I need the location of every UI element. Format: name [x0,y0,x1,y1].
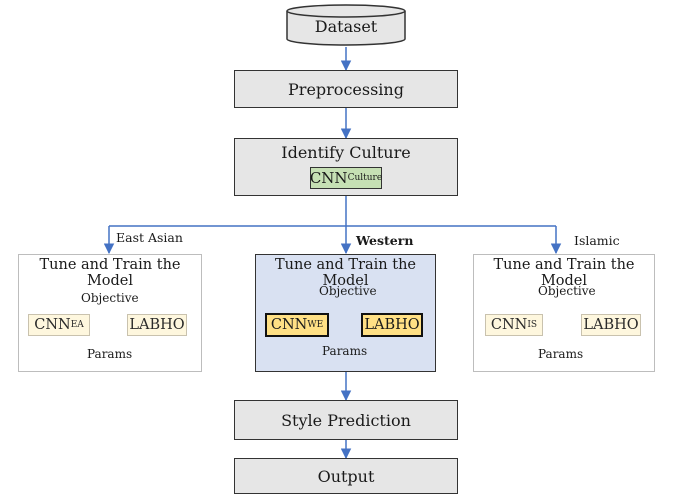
branch-label-western: Western [356,233,414,248]
dataset-cylinder-icon [286,4,406,46]
objective-label: Objective [538,284,596,298]
params-label: Params [87,347,133,361]
output-box: Output [234,458,458,494]
labho-we-box: LABHO [361,313,423,337]
preprocessing-label: Preprocessing [288,79,404,99]
labho-is-label: LABHO [583,317,639,333]
style-prediction-label: Style Prediction [281,410,411,430]
branch-label-east-asian: East Asian [116,230,183,245]
objective-label: Objective [319,284,377,298]
cnn-culture-main: CNN [309,169,348,187]
style-prediction-box: Style Prediction [234,400,458,440]
cnn-we-sub: WE [307,320,324,330]
objective-label: Objective [81,291,139,305]
branch-label-islamic: Islamic [574,233,620,248]
cnn-is-sub: IS [527,320,538,330]
cnn-ea-main: CNN [34,317,71,333]
output-label: Output [317,466,375,486]
panel-title: Tune and Train the Model [275,257,416,289]
cnn-ea-sub: EA [70,320,84,330]
cnn-culture-sub: Culture [347,173,383,183]
panel-title: Tune and Train the Model [493,257,635,289]
params-label: Params [322,344,368,358]
panel-title: Tune and Train the Model [39,257,181,289]
preprocessing-box: Preprocessing [234,70,458,108]
labho-ea-box: LABHO [127,314,187,336]
cnn-is-main: CNN [490,317,528,333]
dataset-label: Dataset [314,17,378,36]
labho-we-label: LABHO [364,317,420,333]
params-label: Params [538,347,584,361]
labho-is-box: LABHO [581,314,641,336]
labho-ea-label: LABHO [129,317,185,333]
cnn-we-main: CNN [270,317,308,333]
identify-culture-label: Identify Culture [281,143,411,162]
